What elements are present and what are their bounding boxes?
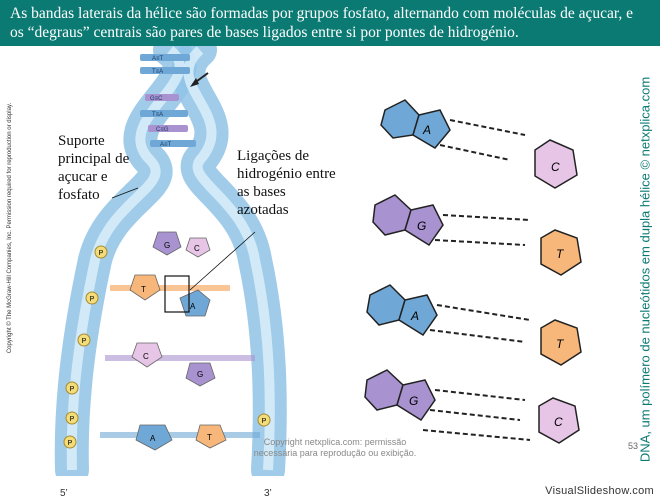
pyrimidine-label: C <box>551 160 560 174</box>
top-pair-label: T≡A <box>152 112 163 118</box>
copyright-notice: Copyright © The McGraw-Hill Companies, I… <box>7 102 13 354</box>
purine-label: A <box>422 123 431 137</box>
label-hydrogen-bonds: Ligações de hidrogénio entre as bases az… <box>237 148 336 218</box>
end-label-5prime: 5’ <box>60 488 68 499</box>
purine-label: G <box>409 394 418 408</box>
base-pair-row: A C <box>380 99 578 189</box>
pyrimidine-label: C <box>554 415 563 429</box>
base-pair-rung: G C <box>152 231 211 258</box>
brand-logo: VisualSlideshow.com <box>545 485 654 497</box>
pyrimidine-label: T <box>556 247 565 261</box>
header-bar: As bandas laterais da hélice são formada… <box>0 0 660 46</box>
top-pair-label: T≡A <box>152 69 163 75</box>
purine-label: G <box>417 219 426 233</box>
top-base-pairs: A≡T T≡A G≡C T≡A C≡G A≡T <box>140 54 196 148</box>
base-pair-row: G T <box>372 194 582 276</box>
pyrimidine-label: T <box>556 337 565 351</box>
rung-left-base: C <box>143 352 149 361</box>
top-pair-label: A≡T <box>160 142 172 148</box>
purine-label: A <box>410 309 419 323</box>
watermark: Copyright netxplica.com: permissão neces… <box>230 437 440 459</box>
phosphate-label: P <box>82 338 87 345</box>
header-text: As bandas laterais da hélice são formada… <box>10 5 634 41</box>
watermark-line-2: necessária para reprodução ou exibição. <box>253 448 417 458</box>
base-pair-rung: T A <box>110 274 230 317</box>
rung-left-base: T <box>141 285 146 294</box>
phosphate-label: P <box>262 418 267 425</box>
phosphate-label: P <box>70 416 75 423</box>
rung-right-base: T <box>207 433 212 442</box>
base-pairs-figure: A C G T A T G C <box>364 99 582 444</box>
rung-right-base: C <box>194 244 200 253</box>
slide-number: 53 <box>628 441 639 451</box>
dna-helix-figure: A≡T T≡A G≡C T≡A C≡G A≡T T A C G A T G C <box>54 46 287 476</box>
phosphate-label: P <box>90 296 95 303</box>
rung-right-base: A <box>190 302 196 311</box>
rung-left-base: A <box>150 434 156 443</box>
base-pair-row: A T <box>366 284 582 366</box>
side-title: DNA, um polímero de nucleótidos em dupla… <box>637 76 653 463</box>
phosphate-label: P <box>68 440 73 447</box>
watermark-line-1: Copyright netxplica.com: permissão <box>263 437 407 447</box>
phosphate-label: P <box>70 386 75 393</box>
phosphate-groups: P P P P P P P <box>63 245 271 449</box>
label-sugar-phosphate-backbone: Suporte principal de açucar e fosfato <box>58 133 130 203</box>
phosphate-label: P <box>99 250 104 257</box>
base-pair-row: G C <box>364 369 580 444</box>
top-pair-label: C≡G <box>156 127 169 133</box>
top-pair-label: A≡T <box>152 56 164 62</box>
rung-left-base: G <box>164 241 170 250</box>
base-pair-rung: A T <box>100 424 260 451</box>
base-pair-rung: C G <box>105 342 255 387</box>
rung-right-base: G <box>197 370 203 379</box>
end-label-3prime: 3’ <box>264 488 272 499</box>
top-pair-label: G≡C <box>150 96 163 102</box>
